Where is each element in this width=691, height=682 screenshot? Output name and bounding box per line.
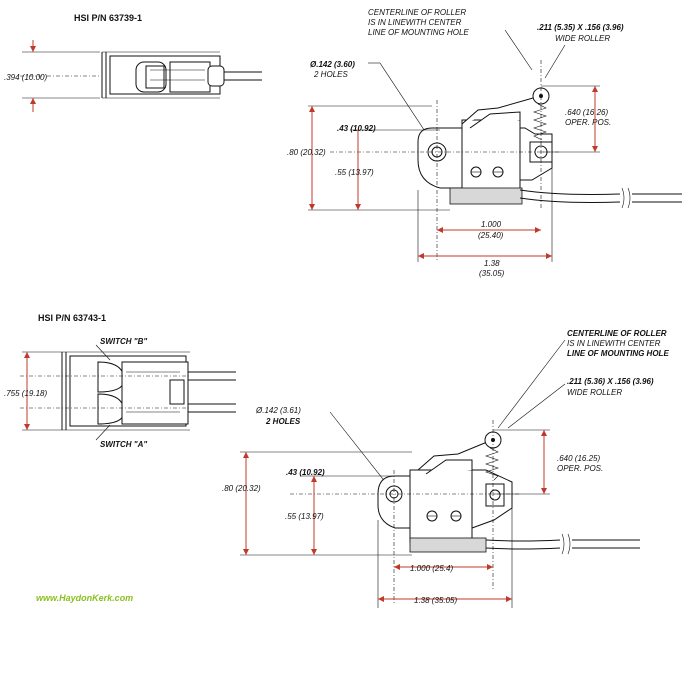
bottom-title: HSI P/N 63743-1 <box>38 313 106 323</box>
bottom-side-view <box>20 344 236 441</box>
top-note-line2: IS IN LINEWITH CENTER <box>368 18 462 27</box>
top-note-line3: LINE OF MOUNTING HOLE <box>368 28 469 37</box>
bottom-note-line3: LINE OF MOUNTING HOLE <box>567 349 669 358</box>
top-op-pos-label: OPER. POS. <box>565 118 611 127</box>
top-dim-1000: 1.000 <box>481 220 502 229</box>
top-side-dim: .394 (10.00) <box>4 73 47 82</box>
top-dim-138: 1.38 <box>484 259 500 268</box>
top-dim-55: .55 (13.97) <box>335 168 374 177</box>
bottom-note-line1: CENTERLINE OF ROLLER <box>567 329 667 338</box>
top-side-view <box>20 40 262 112</box>
bottom-hole-label: 2 HOLES <box>265 417 301 426</box>
bottom-dim-80: .80 (20.32) <box>222 484 261 493</box>
bottom-roller-label: WIDE ROLLER <box>567 388 622 397</box>
bottom-roller-dim: .211 (5.36) X .156 (3.96) <box>567 377 654 386</box>
top-hole-label: 2 HOLES <box>313 70 348 79</box>
bottom-roller-leader <box>507 383 566 429</box>
bottom-hole-leader <box>329 411 391 489</box>
top-op-pos-dim: .640 (16.26) <box>565 108 608 117</box>
bottom-op-pos-label: OPER. POS. <box>557 464 603 473</box>
top-dim-1000-mm: (25.40) <box>478 231 504 240</box>
bottom-note-leader <box>497 339 566 429</box>
bottom-note-line2: IS IN LINEWITH CENTER <box>567 339 661 348</box>
top-front-view <box>417 87 682 209</box>
bottom-dim-1000: 1.000 (25.4) <box>410 564 453 573</box>
top-note-leader <box>504 29 533 71</box>
bottom-side-dim: .755 (19.18) <box>4 389 47 398</box>
bottom-front-view <box>377 431 640 555</box>
top-roller-dim: .211 (5.35) X .156 (3.96) <box>537 23 624 32</box>
bottom-op-pos-dim: .640 (16.25) <box>557 454 600 463</box>
bottom-dim-55: .55 (13.97) <box>285 512 324 521</box>
bottom-dim-43: .43 (10.92) <box>286 468 325 477</box>
top-dim-138-mm: (35.05) <box>479 269 505 278</box>
bottom-dim-138: 1.38 (35.05) <box>414 596 457 605</box>
top-hole-dim: Ø.142 (3.60) <box>310 60 355 69</box>
top-dim-80: .80 (20.32) <box>287 148 326 157</box>
bottom-hole-dim: Ø.142 (3.61) <box>255 406 301 415</box>
top-roller-leader <box>544 44 566 79</box>
top-roller-label: WIDE ROLLER <box>555 34 610 43</box>
top-note-line1: CENTERLINE OF ROLLER <box>368 8 466 17</box>
bottom-switch-b: SWITCH "B" <box>100 337 147 346</box>
brand-url: www.HaydonKerk.com <box>36 593 133 603</box>
top-dim-lines <box>308 60 600 262</box>
top-dim-43: .43 (10.92) <box>337 124 376 133</box>
bottom-dim-lines <box>240 420 550 608</box>
top-title: HSI P/N 63739-1 <box>74 13 142 23</box>
bottom-switch-a: SWITCH "A" <box>100 440 147 449</box>
